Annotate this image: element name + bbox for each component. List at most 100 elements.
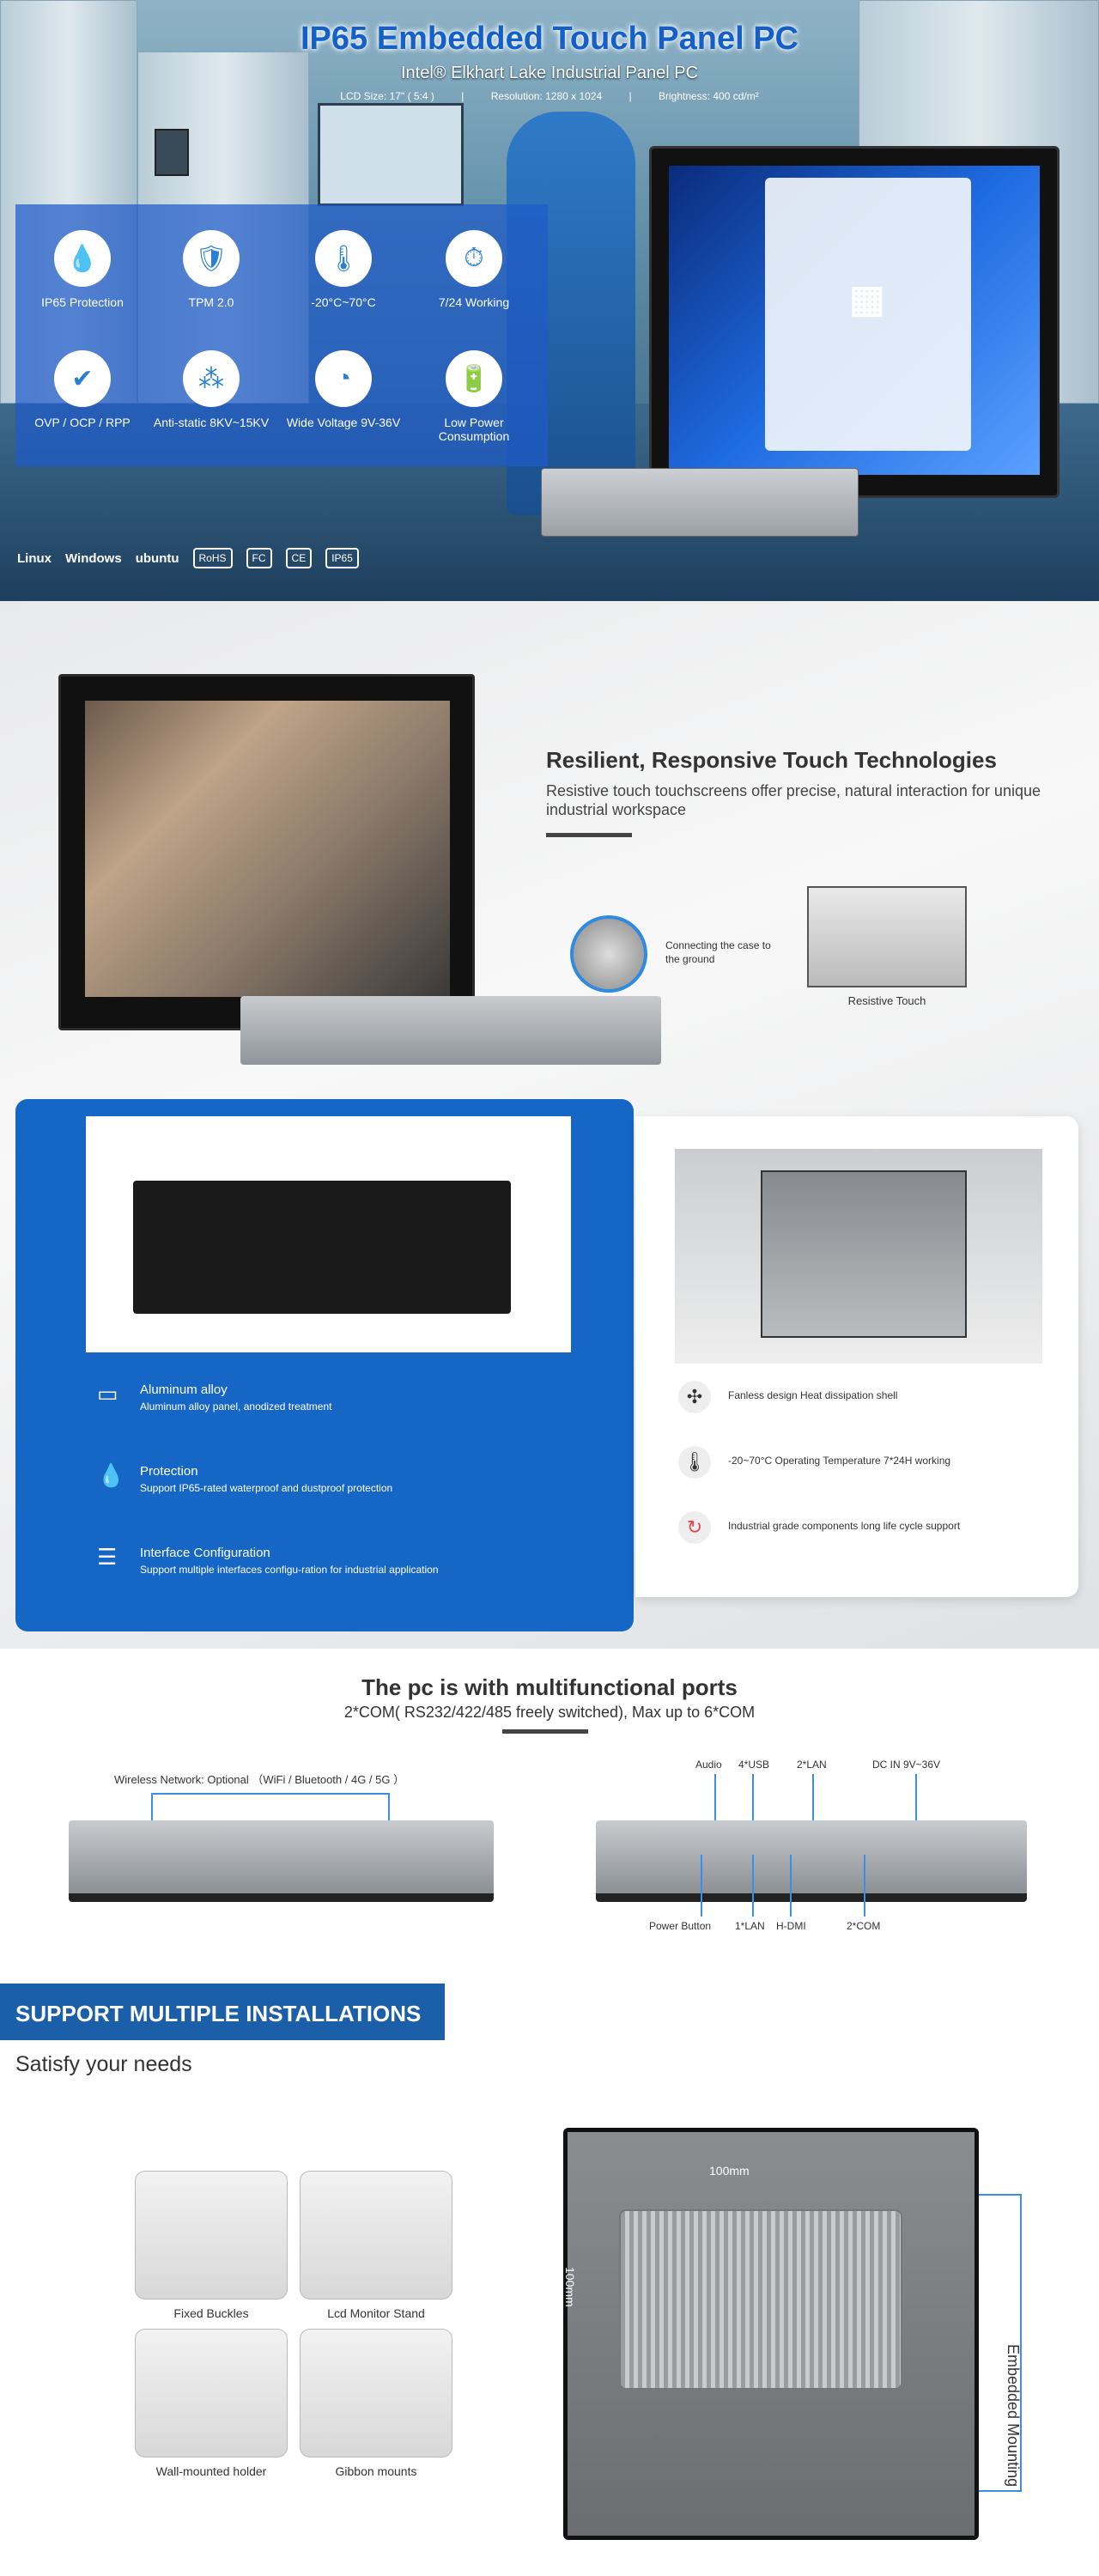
wall-monitor bbox=[318, 103, 464, 206]
fixed-buckles-image bbox=[135, 2171, 288, 2300]
wall-panel bbox=[155, 129, 189, 176]
spec-sep: | bbox=[461, 90, 464, 102]
page-subtitle: Intel® Elkhart Lake Industrial Panel PC bbox=[400, 64, 699, 82]
embedded-mount-image bbox=[563, 2128, 979, 2540]
feature-interface: ☰ Interface Configuration Support multip… bbox=[97, 1544, 439, 1576]
ubuntu-logo: ubuntu bbox=[135, 550, 179, 566]
feature-text: Industrial grade components long life cy… bbox=[728, 1520, 961, 1532]
spec-line: LCD Size: 17" ( 5:4 ) | Resolution: 1280… bbox=[0, 90, 1099, 102]
aluminum-image bbox=[86, 1116, 571, 1352]
spec-brightness: Brightness: 400 cd/m² bbox=[658, 90, 759, 102]
feature-label: Wide Voltage 9V-36V bbox=[286, 416, 401, 429]
rear-panel bbox=[568, 2132, 975, 2536]
feature-label: TPM 2.0 bbox=[188, 295, 234, 309]
gauge-icon: ◔ bbox=[315, 350, 372, 407]
section-title: The pc is with multifunctional ports bbox=[361, 1674, 738, 1700]
callout-line bbox=[812, 1774, 814, 1846]
feature-fanless: ✣ Fanless design Heat dissipation shell bbox=[678, 1381, 897, 1413]
feature-title: Aluminum alloy bbox=[140, 1382, 228, 1397]
thermal-card: ✣ Fanless design Heat dissipation shell … bbox=[635, 1116, 1078, 1597]
feature-desc: Support multiple interfaces configu-rati… bbox=[140, 1564, 439, 1576]
feature-item: ✔ OVP / OCP / RPP bbox=[22, 350, 143, 429]
callout-line bbox=[752, 1774, 754, 1846]
gibbon-mount-image bbox=[300, 2329, 452, 2458]
section-title: Resilient, Responsive Touch Technologies bbox=[546, 747, 997, 773]
spec-sep: | bbox=[628, 90, 632, 102]
callout-line bbox=[388, 1793, 390, 1836]
sliders-icon: ☰ bbox=[97, 1544, 118, 1570]
feature-aluminum: ▭ Aluminum alloy Aluminum alloy panel, a… bbox=[97, 1381, 332, 1413]
heatsink-plate bbox=[761, 1170, 967, 1338]
callout-line bbox=[790, 1855, 792, 1917]
cycle-icon: ↻ bbox=[678, 1511, 711, 1544]
thermometer-icon: 🌡 bbox=[315, 230, 372, 287]
port-dc-label: DC IN 9V~36V bbox=[872, 1759, 941, 1771]
port-lan1-label: 1*LAN bbox=[735, 1920, 765, 1932]
heatsink-image bbox=[675, 1149, 1042, 1364]
cert-logos: Linux Windows ubuntu RoHS FC CE IP65 bbox=[17, 532, 412, 584]
feature-label: Anti-static 8KV~15KV bbox=[153, 416, 270, 429]
callout-line bbox=[151, 1793, 388, 1795]
feature-lifecycle: ↻ Industrial grade components long life … bbox=[678, 1511, 961, 1544]
hero-section: IP65 Embedded Touch Panel PC Intel® Elkh… bbox=[0, 0, 1099, 601]
port-lan-label: 2*LAN bbox=[797, 1759, 827, 1771]
spec-lcd: LCD Size: 17" ( 5:4 ) bbox=[340, 90, 434, 102]
fc-logo: FC bbox=[246, 548, 272, 568]
callout-line bbox=[752, 1855, 754, 1917]
aluminum-card: ▭ Aluminum alloy Aluminum alloy panel, a… bbox=[15, 1099, 634, 1631]
callout-line bbox=[915, 1774, 917, 1846]
feature-text: -20~70°C Operating Temperature 7*24H wor… bbox=[728, 1455, 951, 1467]
ip65-logo: IP65 bbox=[325, 548, 359, 568]
ground-label: Connecting the case to the ground bbox=[665, 939, 771, 965]
clock-icon: ⏱ bbox=[446, 230, 502, 287]
callout-line bbox=[1020, 2194, 1022, 2490]
monitor-screen: ▦ bbox=[669, 166, 1040, 475]
install-banner: SUPPORT MULTIPLE INSTALLATIONS bbox=[0, 1984, 445, 2040]
feature-label: Low Power Consumption bbox=[438, 416, 510, 443]
resistive-touch-image bbox=[807, 886, 967, 987]
callout-line bbox=[714, 1774, 716, 1846]
ground-screw-zoom bbox=[570, 915, 647, 993]
side-view-right bbox=[596, 1820, 1027, 1902]
wall-holder-image bbox=[135, 2329, 288, 2458]
product-monitor: ▦ bbox=[649, 146, 1060, 498]
divider bbox=[502, 1729, 588, 1734]
feature-item: ⁂ Anti-static 8KV~15KV bbox=[151, 350, 271, 429]
wireless-label: Wireless Network: Optional （WiFi / Bluet… bbox=[114, 1773, 405, 1786]
callout-line bbox=[979, 2490, 1022, 2492]
thermometer-icon: 🌡 bbox=[678, 1446, 711, 1479]
touch-section: Resilient, Responsive Touch Technologies… bbox=[0, 601, 1099, 1649]
install-label: Wall-mounted holder bbox=[155, 2464, 267, 2478]
feature-panel: 💧 IP65 Protection 🛡 TPM 2.0 🌡 -20°C~70°C… bbox=[15, 204, 548, 466]
feature-temperature: 🌡 -20~70°C Operating Temperature 7*24H w… bbox=[678, 1446, 951, 1479]
water-drop-icon: 💧 bbox=[97, 1462, 125, 1488]
product-photo bbox=[58, 674, 475, 1030]
section-subtitle: 2*COM( RS232/422/485 freely switched), M… bbox=[343, 1704, 756, 1721]
callout-line bbox=[979, 2194, 1022, 2196]
page-title: IP65 Embedded Touch Panel PC bbox=[301, 21, 798, 57]
embedded-label: Embedded Mounting bbox=[1005, 2344, 1022, 2488]
install-label: Fixed Buckles bbox=[173, 2306, 249, 2320]
product-bottom-io bbox=[240, 996, 661, 1065]
windows-logo: Windows bbox=[65, 550, 122, 566]
dimension-horizontal: 100mm bbox=[709, 2164, 750, 2178]
feature-item: 🛡 TPM 2.0 bbox=[151, 230, 271, 309]
feature-item: ⏱ 7/24 Working bbox=[414, 230, 534, 309]
feature-protection: 💧 Protection Support IP65-rated waterpro… bbox=[97, 1462, 393, 1494]
section-title: SUPPORT MULTIPLE INSTALLATIONS bbox=[15, 2001, 422, 2026]
feature-item: 🌡 -20°C~70°C bbox=[283, 230, 404, 309]
ports-section: The pc is with multifunctional ports 2*C… bbox=[0, 1649, 1099, 1984]
feature-label: OVP / OCP / RPP bbox=[34, 416, 131, 429]
feature-item: ◔ Wide Voltage 9V-36V bbox=[283, 350, 404, 429]
resistive-touch-label: Resistive Touch bbox=[847, 994, 926, 1007]
monitor-stand-image bbox=[300, 2171, 452, 2300]
battery-icon: 🔋 bbox=[446, 350, 502, 407]
section-description: Resistive touch touchscreens offer preci… bbox=[546, 782, 1041, 818]
feature-item: 🔋 Low Power Consumption bbox=[414, 350, 534, 443]
feature-label: 7/24 Working bbox=[438, 295, 510, 309]
feature-desc: Aluminum alloy panel, anodized treatment bbox=[140, 1400, 332, 1413]
port-audio-label: Audio bbox=[695, 1759, 722, 1771]
factory-scene bbox=[85, 701, 450, 997]
feature-desc: Support IP65-rated waterproof and dustpr… bbox=[140, 1482, 393, 1494]
water-drop-icon: 💧 bbox=[54, 230, 111, 287]
